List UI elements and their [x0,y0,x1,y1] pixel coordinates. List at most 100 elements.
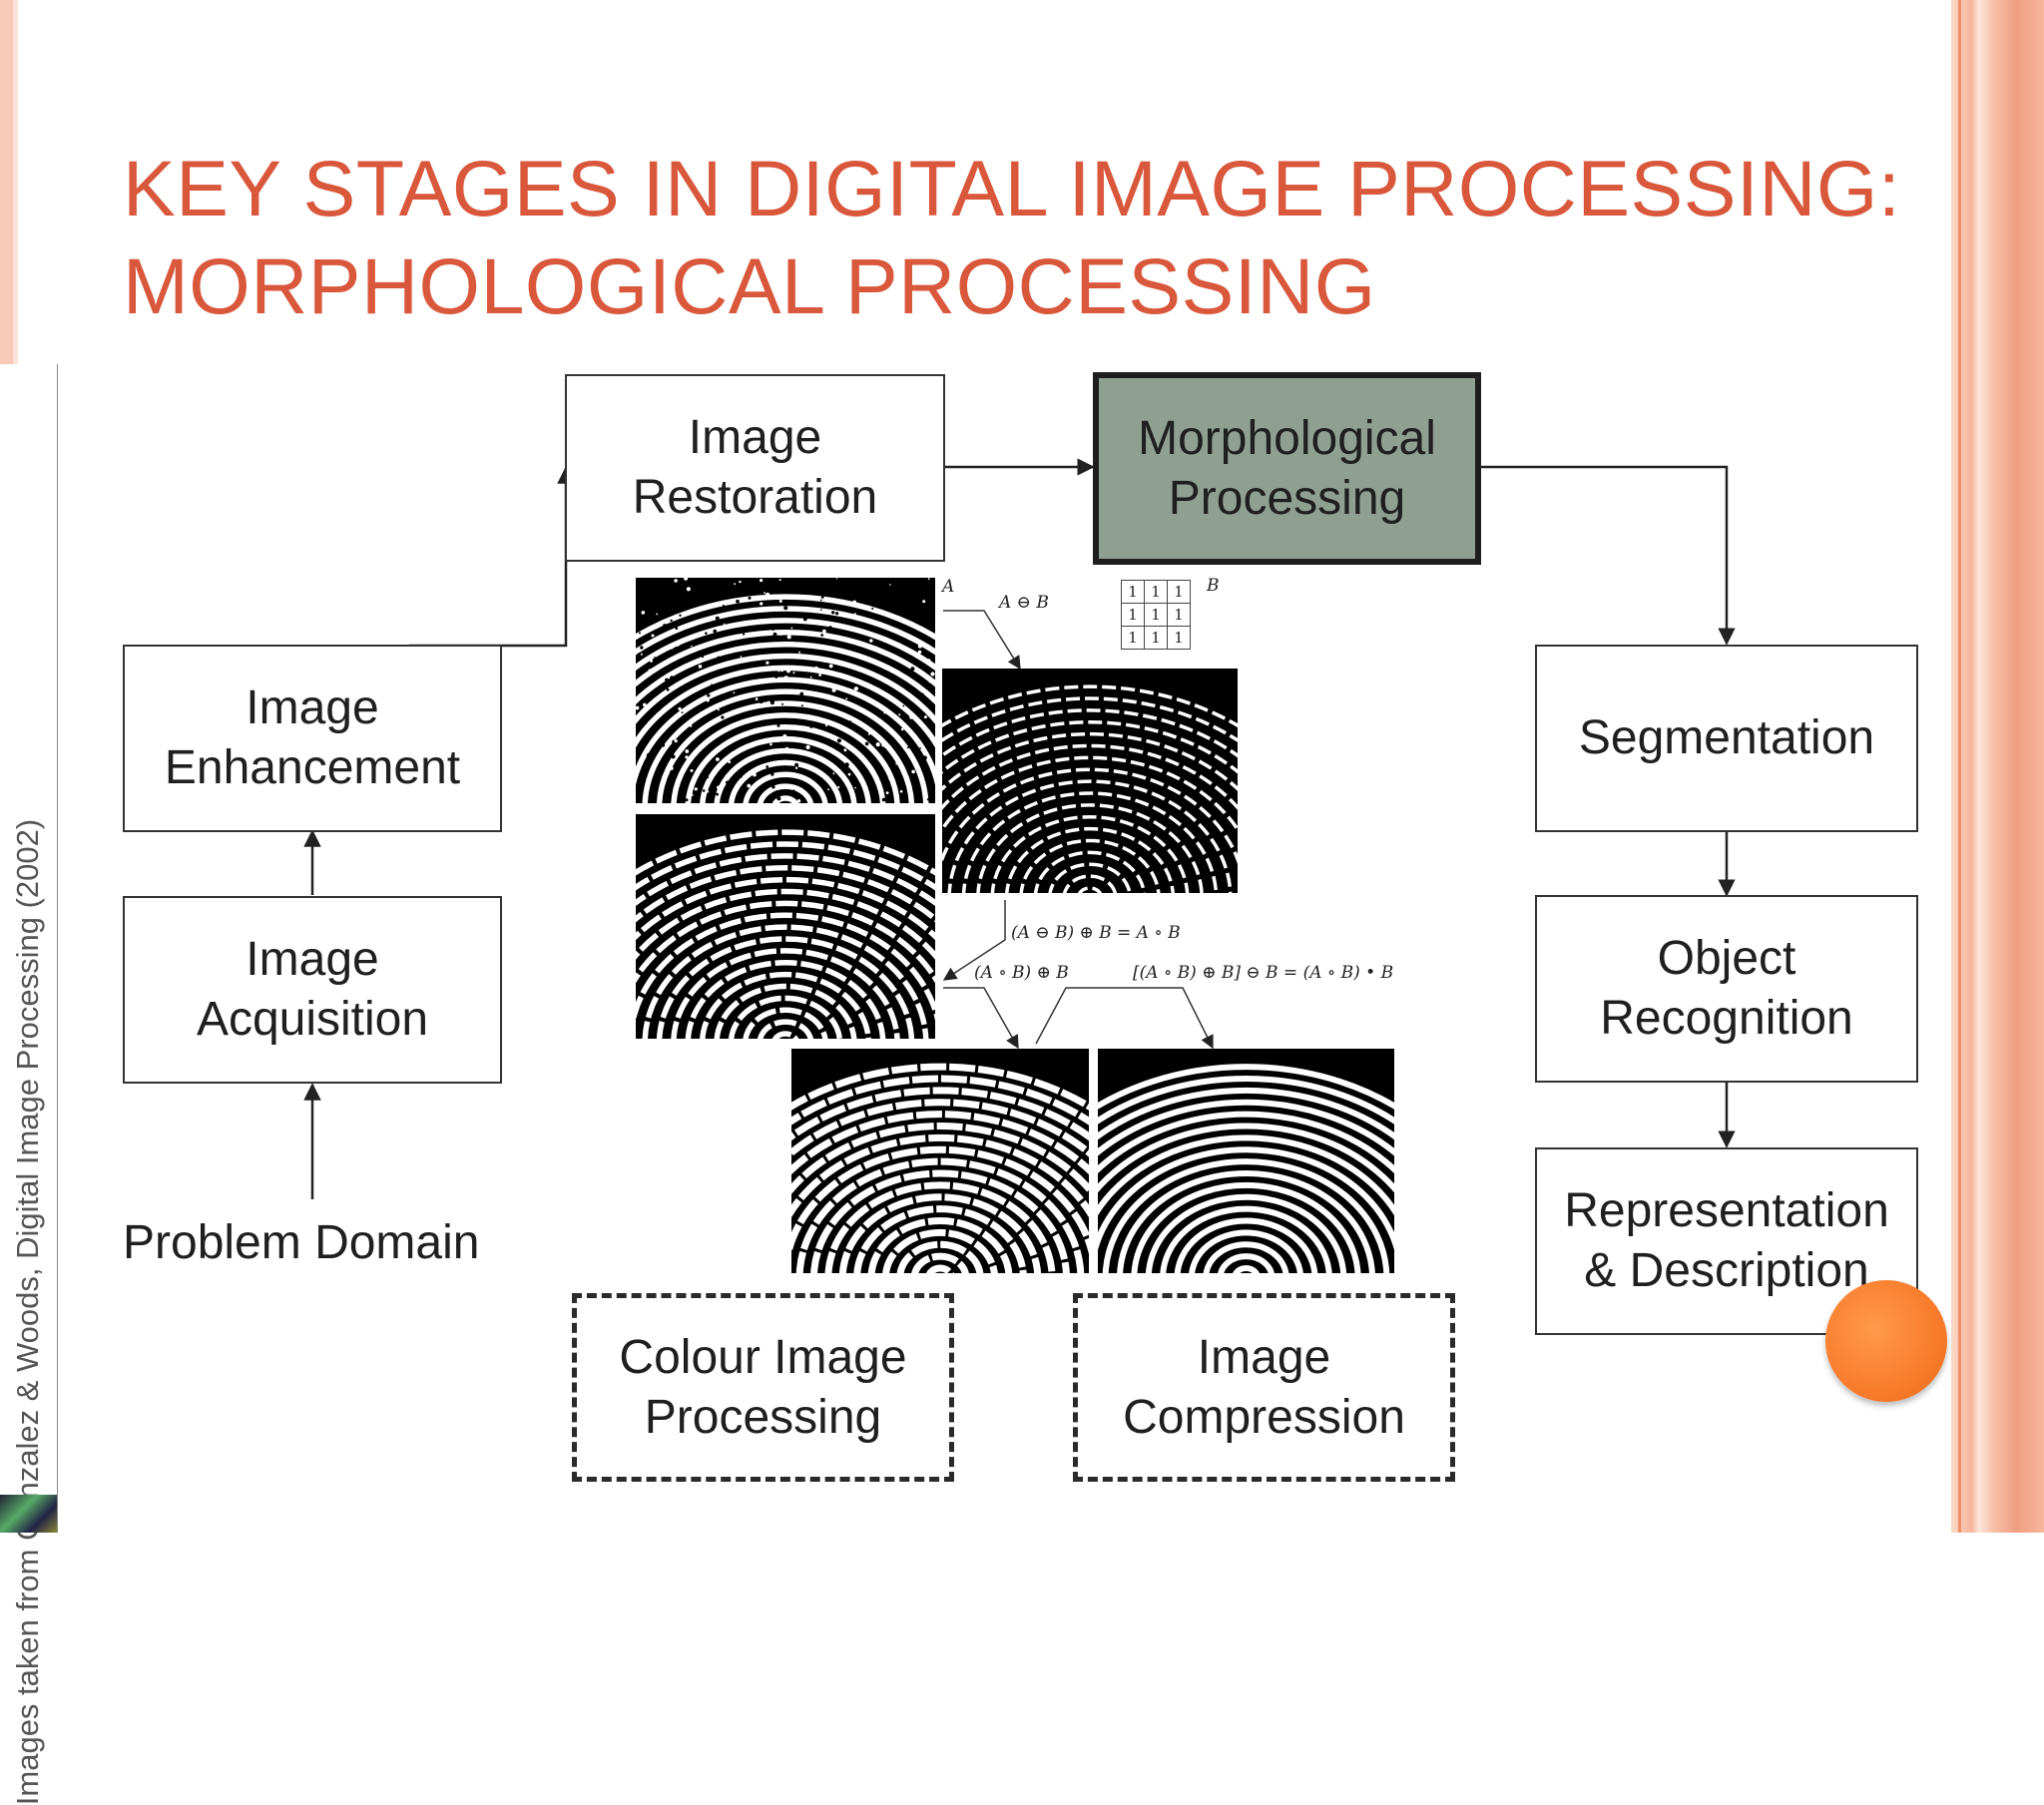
noise-speck [648,669,653,673]
stage-image-acquisition: Image Acquisition [123,896,502,1084]
fingerprint-ridge [1233,1265,1260,1273]
noise-speck [925,641,928,644]
noise-speck [726,780,730,784]
arrow-to-closing [1035,987,1214,1050]
noise-speck [820,599,822,602]
noise-speck [673,617,678,621]
side-caption-panel: Images taken from Gonzalez & Woods, Digi… [0,364,58,1805]
fingerprint-ridge [1098,1099,1394,1156]
noise-speck [930,672,935,677]
noise-speck [917,644,922,649]
noise-speck [780,669,784,673]
noise-speck [800,704,803,707]
noise-speck [911,769,915,774]
noise-speck [777,670,780,673]
noise-speck [646,752,652,758]
fingerprint-ridge [882,1228,998,1273]
noise-speck [823,665,828,670]
accent-circle [1825,1280,1947,1402]
fingerprint-ridge [1189,1229,1303,1273]
noise-speck [651,634,655,638]
stage-representation-description: Representation & Description [1535,1147,1918,1335]
noise-speck [721,715,725,719]
noise-speck [668,651,671,654]
stage-segmentation: Segmentation [1535,645,1918,832]
fingerprint-ridge [1098,1087,1394,1140]
noise-speck [686,587,691,592]
noise-speck [716,757,720,761]
noise-speck [690,768,694,772]
fingerprint-opened-dilated [791,1049,1089,1273]
fingerprint-ridge [636,677,935,786]
noise-speck [711,683,713,686]
fingerprint-ridge [714,983,857,1039]
noise-speck [926,659,931,663]
noise-speck [822,609,827,614]
noise-speck [825,723,828,727]
noise-speck [709,685,712,687]
fingerprint-closed-ridges [1098,1064,1394,1273]
noise-speck [845,697,848,700]
noise-speck [883,744,888,748]
noise-speck [782,588,785,591]
noise-speck [910,667,915,672]
fingerprint-ridge [791,1123,1089,1194]
noise-speck [636,685,638,689]
noise-speck [800,582,803,585]
noise-speck [828,664,833,669]
noise-speck [827,788,829,791]
fingerprint-ridge [791,1063,1089,1111]
noise-speck [906,746,909,749]
fingerprint-ridge [1218,1253,1275,1273]
fingerprint-ridge [791,1145,1089,1255]
noise-speck [918,578,922,580]
noise-speck [702,703,706,707]
noise-speck [747,783,752,788]
noise-speck [814,666,818,671]
fingerprint-ridge [911,1252,969,1273]
noise-speck [922,713,925,716]
noise-speck [723,623,726,626]
noise-speck [665,677,669,682]
fingerprint-ridge [636,665,935,748]
noise-speck [654,657,657,660]
noise-speck [811,608,816,613]
fingerprint-ridge [636,641,935,705]
noise-speck [771,785,775,789]
noise-speck [830,578,833,581]
noise-speck [707,693,711,697]
title-line-2: MORPHOLOGICAL PROCESSING [123,241,1376,330]
noise-speck [776,723,780,727]
noise-speck [768,770,772,774]
noise-speck [763,784,766,787]
fingerprint-ridge [1077,886,1103,893]
noise-speck [764,592,766,595]
noise-speck [922,755,927,760]
noise-speck [864,741,869,746]
noise-speck [636,705,640,710]
fingerprint-ridge [947,779,1233,893]
noise-speck [806,619,810,624]
noise-speck [706,775,710,779]
noise-speck [882,617,886,620]
fingerprint-ridge [636,912,935,1022]
noise-speck [703,689,708,695]
noise-speck [772,632,777,637]
noise-speck [786,779,792,784]
noise-speck [885,791,889,794]
noise-speck [734,583,737,586]
noise-speck [895,761,898,765]
fingerprint-ridge [757,783,814,803]
noise-speck [827,626,833,631]
noise-speck [837,785,840,789]
noise-speck [658,775,660,777]
fingerprint-ridge [771,795,799,803]
noise-speck [701,656,705,659]
noise-speck [751,633,754,636]
noise-speck [902,704,905,707]
fingerprint-ridge [685,960,886,1039]
video-thumbnail [0,1495,57,1533]
stage-image-compression: Image Compression [1073,1293,1455,1482]
noise-speck [756,627,759,630]
noise-speck [706,698,710,702]
